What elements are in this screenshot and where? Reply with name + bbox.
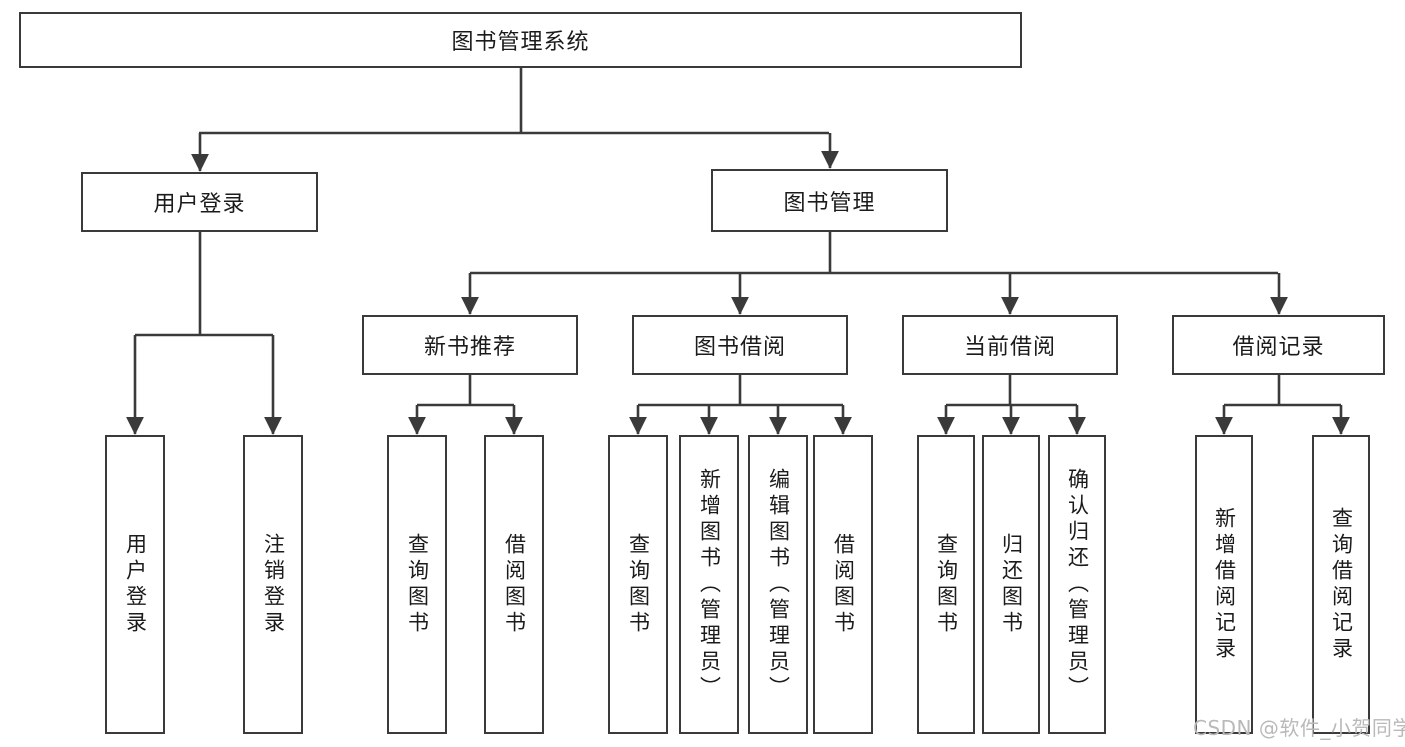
node-label: 图书管理	[783, 190, 876, 216]
node-label: 注销登录	[261, 532, 286, 637]
leaf-query-book-3[interactable]: 查询图书	[917, 435, 975, 734]
node-book-borrow[interactable]: 图书借阅	[632, 315, 848, 375]
node-label: 用户登录	[153, 192, 246, 217]
node-root[interactable]: 图书管理系统	[19, 12, 1022, 68]
node-user-login[interactable]: 用户登录	[81, 172, 318, 232]
leaf-user-logout[interactable]: 注销登录	[243, 435, 303, 734]
node-label: 图书借阅	[693, 335, 786, 360]
leaf-return-book[interactable]: 归还图书	[982, 435, 1040, 734]
node-label: 查询图书	[626, 532, 651, 637]
leaf-edit-book-admin[interactable]: 编辑图书（管理员）	[748, 435, 808, 734]
node-book-manage[interactable]: 图书管理	[711, 169, 948, 232]
node-label: 当前借阅	[963, 335, 1056, 360]
leaf-borrow-book-2[interactable]: 借阅图书	[813, 435, 873, 734]
node-label: 查询借阅记录	[1329, 506, 1354, 663]
node-label: 新增图书（管理员）	[697, 467, 722, 702]
leaf-query-book-2[interactable]: 查询图书	[608, 435, 668, 734]
node-label: 编辑图书（管理员）	[766, 467, 791, 702]
leaf-user-login[interactable]: 用户登录	[105, 435, 165, 734]
node-label: 查询图书	[405, 532, 430, 637]
node-current-borrow[interactable]: 当前借阅	[902, 315, 1118, 375]
leaf-query-book-1[interactable]: 查询图书	[387, 435, 447, 734]
node-label: 借阅图书	[502, 532, 527, 637]
node-label: 归还图书	[999, 532, 1024, 637]
leaf-add-borrow-record[interactable]: 新增借阅记录	[1195, 435, 1253, 734]
leaf-add-book-admin[interactable]: 新增图书（管理员）	[679, 435, 739, 734]
node-label: 新增借阅记录	[1212, 506, 1237, 663]
node-label: 用户登录	[123, 532, 148, 637]
node-new-book-recommend[interactable]: 新书推荐	[362, 315, 578, 375]
node-label: 借阅记录	[1232, 335, 1325, 360]
node-label: 新书推荐	[423, 335, 516, 360]
leaf-confirm-return-admin[interactable]: 确认归还（管理员）	[1048, 435, 1106, 734]
node-label: 查询图书	[934, 532, 959, 637]
leaf-query-borrow-record[interactable]: 查询借阅记录	[1312, 435, 1370, 734]
node-label: 图书管理系统	[451, 30, 590, 55]
node-label: 借阅图书	[831, 532, 856, 637]
node-borrow-record[interactable]: 借阅记录	[1172, 315, 1385, 375]
node-label: 确认归还（管理员）	[1065, 467, 1090, 702]
leaf-borrow-book-1[interactable]: 借阅图书	[484, 435, 544, 734]
